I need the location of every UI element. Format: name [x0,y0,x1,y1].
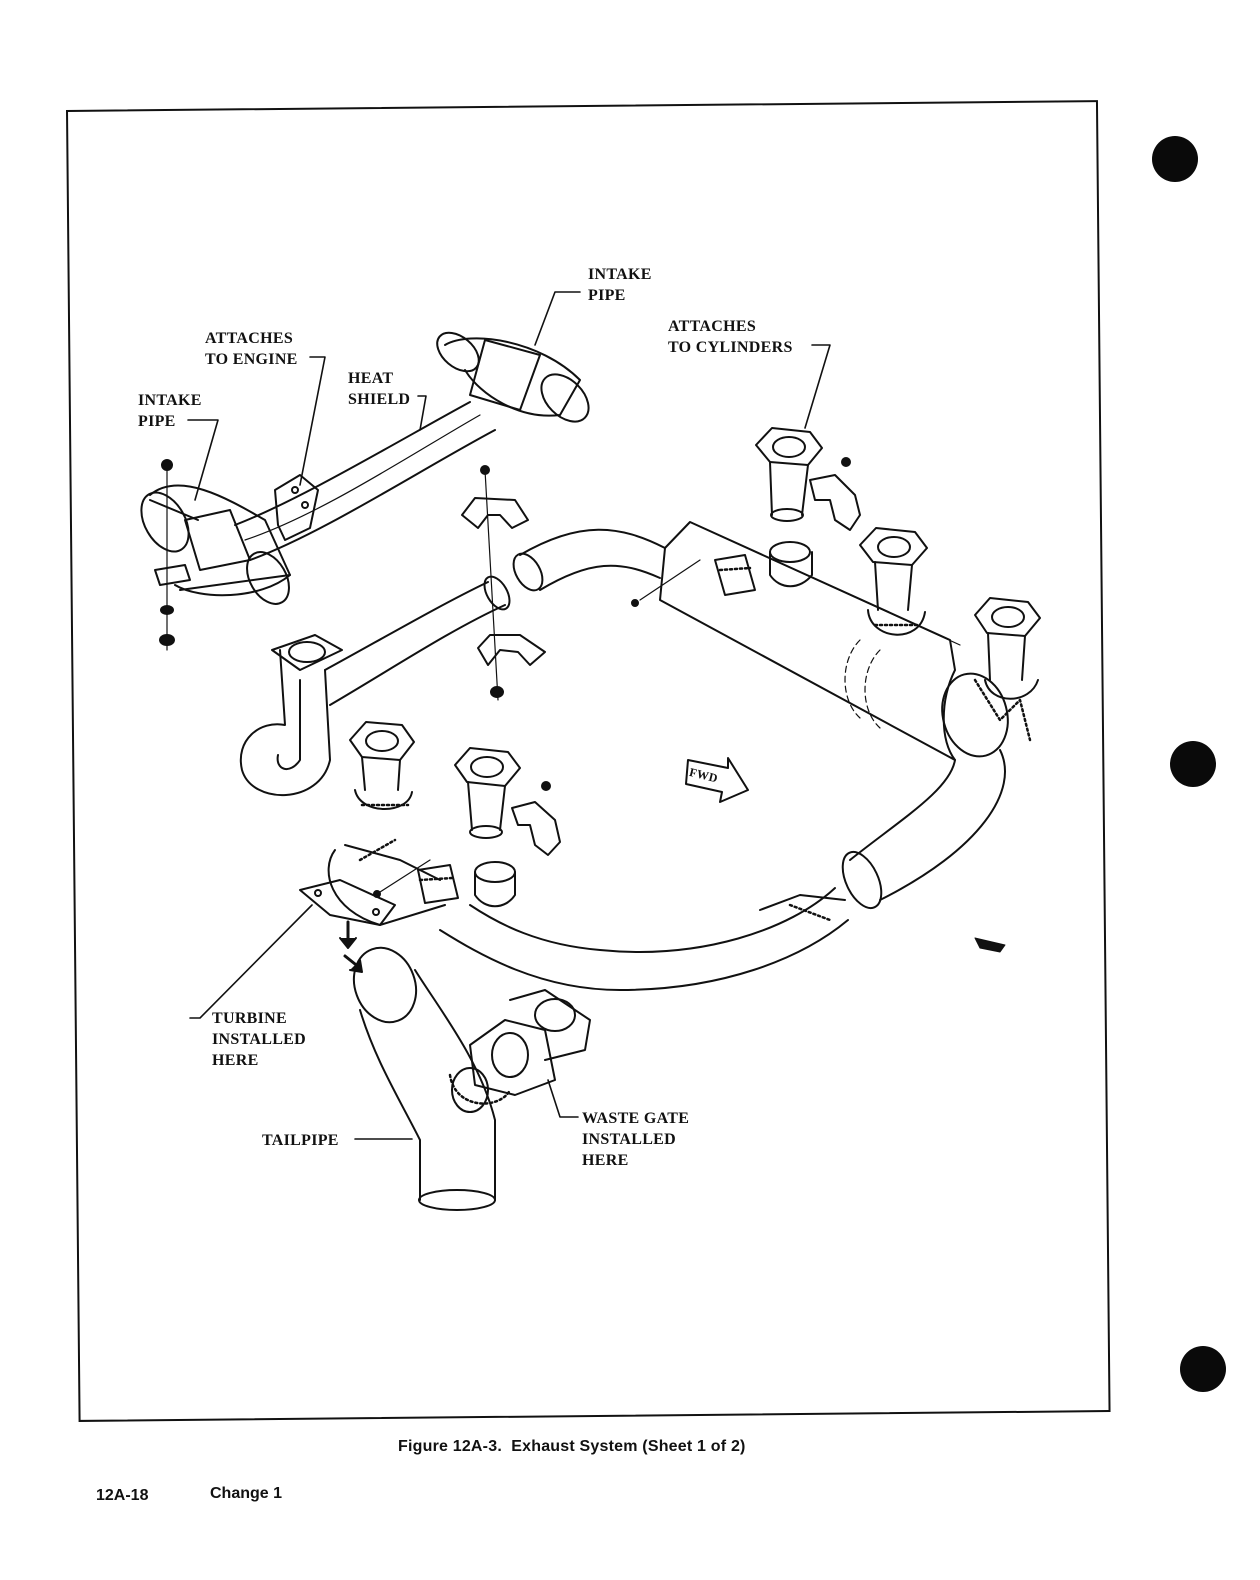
left-manifold-tube [239,552,544,797]
ring-clamps [373,554,756,904]
binder-hole-top [1152,136,1198,182]
turbine-mount-plate [299,879,396,926]
riser-top-2 [859,527,928,636]
riser-bottom-2 [454,747,561,908]
fwd-arrow-icon [685,757,749,803]
riser-bottom-1 [349,721,415,810]
page-number: 12A-18 [96,1487,149,1504]
label-tailpipe: TAILPIPE [262,1132,339,1149]
label-attaches-to-engine: ATTACHES TO ENGINE [205,330,298,368]
clamp-upper [461,465,546,701]
riser-top-3 [974,597,1041,700]
binder-hole-middle [1170,741,1216,787]
intake-crossover-assembly [140,331,590,651]
label-heat-shield: HEAT SHIELD [348,370,411,408]
binder-hole-bottom [1180,1346,1226,1392]
flow-arrows [339,920,363,973]
waste-gate-part [448,989,591,1113]
figure-caption: Figure 12A-3. Exhaust System (Sheet 1 of… [398,1438,746,1455]
label-attaches-to-cylinders: ATTACHES TO CYLINDERS [668,318,793,356]
label-intake-pipe-top: INTAKE PIPE [588,266,652,304]
leader-lines [187,291,831,1140]
tailpipe-part [352,946,496,1211]
riser-top-1 [755,427,861,588]
label-waste-gate-installed-here: WASTE GATE INSTALLED HERE [582,1110,690,1169]
main-exhaust-ring [327,521,1032,991]
change-notice: Change 1 [210,1485,283,1502]
label-turbine-installed-here: TURBINE INSTALLED HERE [212,1010,306,1069]
label-intake-pipe-left: INTAKE PIPE [138,392,202,430]
